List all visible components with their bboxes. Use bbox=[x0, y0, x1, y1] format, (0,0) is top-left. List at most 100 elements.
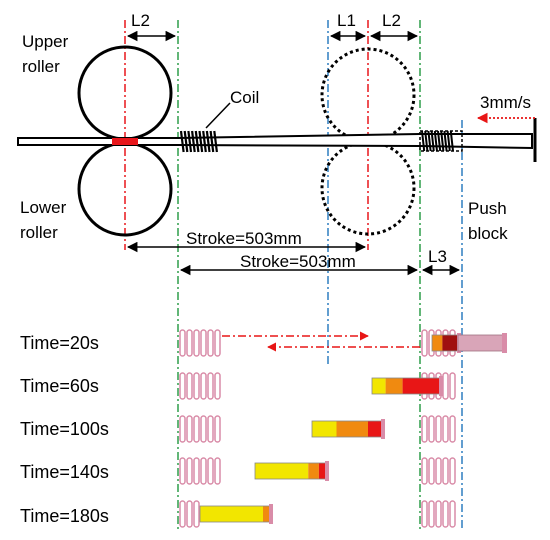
coil-stack bbox=[179, 500, 200, 528]
heated-rod bbox=[254, 461, 329, 481]
coil-ring bbox=[207, 372, 214, 400]
push-rod-cap bbox=[502, 333, 507, 353]
rod-segment bbox=[368, 421, 382, 437]
coil-turn bbox=[433, 130, 438, 152]
coil-turn bbox=[194, 130, 200, 153]
coil-pointer bbox=[205, 102, 231, 129]
coil-turn bbox=[202, 130, 207, 153]
coil-ring bbox=[449, 500, 456, 528]
rod-segment bbox=[255, 463, 309, 479]
coil-ring bbox=[186, 500, 193, 528]
coil-ring bbox=[214, 415, 221, 443]
coil-ring bbox=[428, 415, 435, 443]
time-label-60s: Time=60s bbox=[20, 376, 99, 396]
coil-stack bbox=[421, 500, 456, 528]
stroke-lower-label: Stroke=503mm bbox=[240, 252, 356, 271]
coil-ring bbox=[193, 500, 200, 528]
coil-turn bbox=[424, 130, 429, 152]
upper-roller-label-line2: roller bbox=[22, 57, 60, 76]
rod-workpiece bbox=[17, 133, 533, 150]
coil-ring bbox=[193, 329, 200, 357]
time-label-100s: Time=100s bbox=[20, 419, 109, 439]
rod-segment bbox=[312, 421, 337, 437]
coil-ring bbox=[200, 457, 207, 485]
rod-end-cap bbox=[439, 376, 443, 396]
coil-ring bbox=[421, 329, 428, 357]
rod-segment bbox=[385, 378, 403, 394]
coil-stack bbox=[179, 372, 221, 400]
heated-rod bbox=[311, 419, 385, 439]
time-label-20s: Time=20s bbox=[20, 333, 99, 353]
roller-contact-zone bbox=[112, 138, 138, 145]
rod-segment bbox=[402, 378, 440, 394]
coil-ring bbox=[442, 415, 449, 443]
coil-ring bbox=[449, 457, 456, 485]
coil-right bbox=[421, 130, 454, 152]
coil-turn bbox=[198, 130, 204, 153]
stroke-upper-label: Stroke=503mm bbox=[186, 229, 302, 248]
rod-segment bbox=[308, 463, 319, 479]
coil-turn bbox=[449, 130, 454, 152]
rod-end-cap bbox=[269, 504, 273, 524]
coil-ring bbox=[214, 329, 221, 357]
time-rows: Time=20s Time=60s Time=100s Time=140s Ti… bbox=[20, 333, 109, 526]
coil-turn bbox=[443, 130, 448, 152]
coil-turn bbox=[213, 130, 218, 153]
coil-turn bbox=[440, 130, 445, 152]
coil-ring bbox=[435, 457, 442, 485]
coil-turn bbox=[183, 130, 189, 153]
coil-ring bbox=[207, 415, 214, 443]
coil-ring bbox=[200, 372, 207, 400]
coil-ring bbox=[207, 457, 214, 485]
coil-ring bbox=[214, 372, 221, 400]
coil-ring bbox=[200, 329, 207, 357]
coil-right-dashed-outline bbox=[419, 130, 463, 152]
coil-turn bbox=[430, 130, 435, 152]
coil-ring bbox=[179, 372, 186, 400]
rod-segment bbox=[336, 421, 368, 437]
coil-ring bbox=[186, 329, 193, 357]
coil-ring bbox=[186, 457, 193, 485]
coil-ring bbox=[186, 372, 193, 400]
lower-roller bbox=[77, 141, 173, 237]
coil-stack bbox=[179, 415, 221, 443]
heated-rod bbox=[431, 333, 461, 353]
coil-turn bbox=[209, 130, 215, 153]
coil-ring bbox=[442, 457, 449, 485]
coil-turn bbox=[437, 130, 442, 152]
time-label-180s: Time=180s bbox=[20, 506, 109, 526]
rod-segment bbox=[372, 378, 386, 394]
coil-ring bbox=[179, 457, 186, 485]
time-label-140s: Time=140s bbox=[20, 462, 109, 482]
upper-roller-label-line1: Upper bbox=[22, 32, 69, 51]
coil-turn bbox=[191, 130, 196, 153]
heated-rod bbox=[199, 504, 273, 524]
coil-ring bbox=[186, 415, 193, 443]
coil-ring bbox=[179, 500, 186, 528]
coil-ring bbox=[435, 415, 442, 443]
coil-ring bbox=[179, 415, 186, 443]
coil-ring bbox=[421, 500, 428, 528]
lower-roller-label-line1: Lower bbox=[20, 198, 67, 217]
coil-ring bbox=[442, 372, 449, 400]
simulation-snapshots bbox=[179, 329, 507, 528]
rod-segment bbox=[263, 506, 270, 522]
coil-ring bbox=[207, 329, 214, 357]
coil-ring bbox=[421, 457, 428, 485]
coil-ring bbox=[442, 500, 449, 528]
coil-ring bbox=[214, 457, 221, 485]
l2-left-label: L2 bbox=[131, 11, 150, 30]
push-rod bbox=[457, 334, 505, 352]
coil-stack bbox=[179, 457, 221, 485]
coil-turn bbox=[446, 130, 451, 152]
coil-ring bbox=[449, 372, 456, 400]
l2-right-label: L2 bbox=[382, 11, 401, 30]
coil-turn bbox=[187, 130, 193, 153]
coil-stack bbox=[421, 415, 456, 443]
push-block-label-line1: Push bbox=[468, 199, 507, 218]
rod-end-cap bbox=[325, 461, 329, 481]
coil-ring bbox=[193, 372, 200, 400]
coil-ring bbox=[421, 415, 428, 443]
coil-turn bbox=[427, 130, 432, 152]
